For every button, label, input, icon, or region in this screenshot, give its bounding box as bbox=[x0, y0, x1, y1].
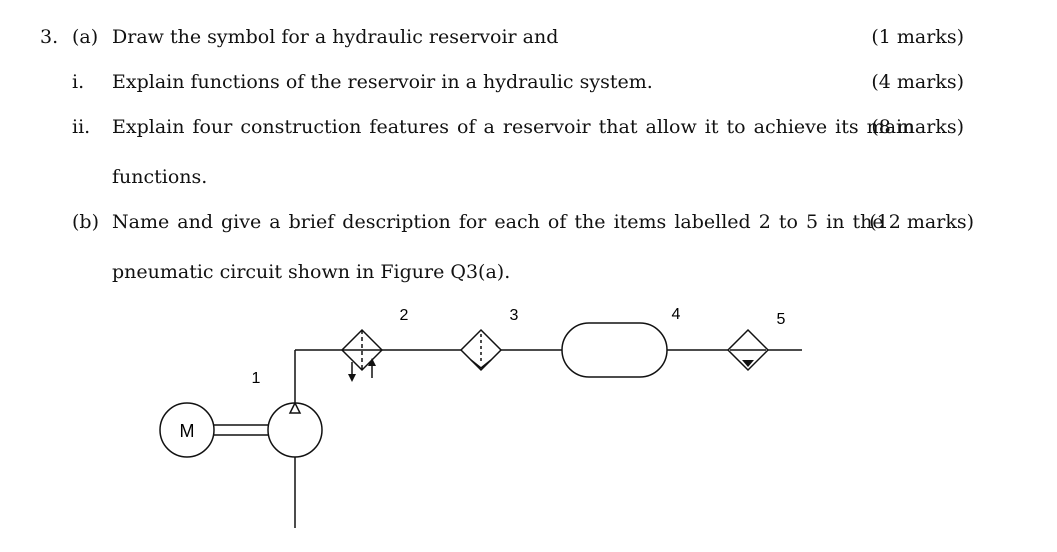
label-5: 5 bbox=[777, 311, 786, 328]
compressor-triangle bbox=[288, 401, 302, 414]
drain-arrow-icon bbox=[348, 374, 356, 382]
label-1: 1 bbox=[252, 370, 261, 387]
question-number: 3. bbox=[40, 26, 59, 48]
part-ii-text-line2: functions. bbox=[112, 166, 208, 188]
part-b-text-line1: Name and give a brief description for ea… bbox=[112, 211, 884, 233]
part-b-label: (b) bbox=[72, 211, 99, 233]
air-receiver-symbol bbox=[561, 322, 668, 378]
item-3-bottom-mark bbox=[470, 359, 492, 369]
part-a-label: (a) bbox=[72, 26, 99, 48]
part-i-label: i. bbox=[72, 71, 85, 93]
motor-symbol bbox=[159, 402, 215, 458]
item-3-symbol bbox=[459, 328, 503, 372]
label-2: 2 bbox=[400, 307, 409, 324]
filter-separator-symbol bbox=[340, 328, 384, 372]
label-3: 3 bbox=[510, 307, 519, 324]
part-i-marks: (4 marks) bbox=[871, 71, 964, 93]
part-a-text: Draw the symbol for a hydraulic reservoi… bbox=[112, 26, 559, 48]
label-4: 4 bbox=[672, 306, 681, 323]
part-i-text: Explain functions of the reservoir in a … bbox=[112, 71, 653, 93]
part-ii-label: ii. bbox=[72, 116, 91, 138]
drain-arrow-icon bbox=[368, 358, 376, 366]
part-b-text-line2: pneumatic circuit shown in Figure Q3(a). bbox=[112, 261, 511, 283]
item-5-symbol bbox=[726, 328, 770, 372]
part-a-marks: (1 marks) bbox=[871, 26, 964, 48]
motor-label: M bbox=[180, 421, 195, 441]
part-b-marks: (12 marks) bbox=[869, 211, 974, 233]
part-ii-marks: (8 marks) bbox=[871, 116, 964, 138]
compressor-symbol bbox=[267, 402, 323, 458]
part-ii-text-line1: Explain four construction features of a … bbox=[112, 116, 915, 138]
item-5-triangle-mark bbox=[742, 360, 754, 367]
